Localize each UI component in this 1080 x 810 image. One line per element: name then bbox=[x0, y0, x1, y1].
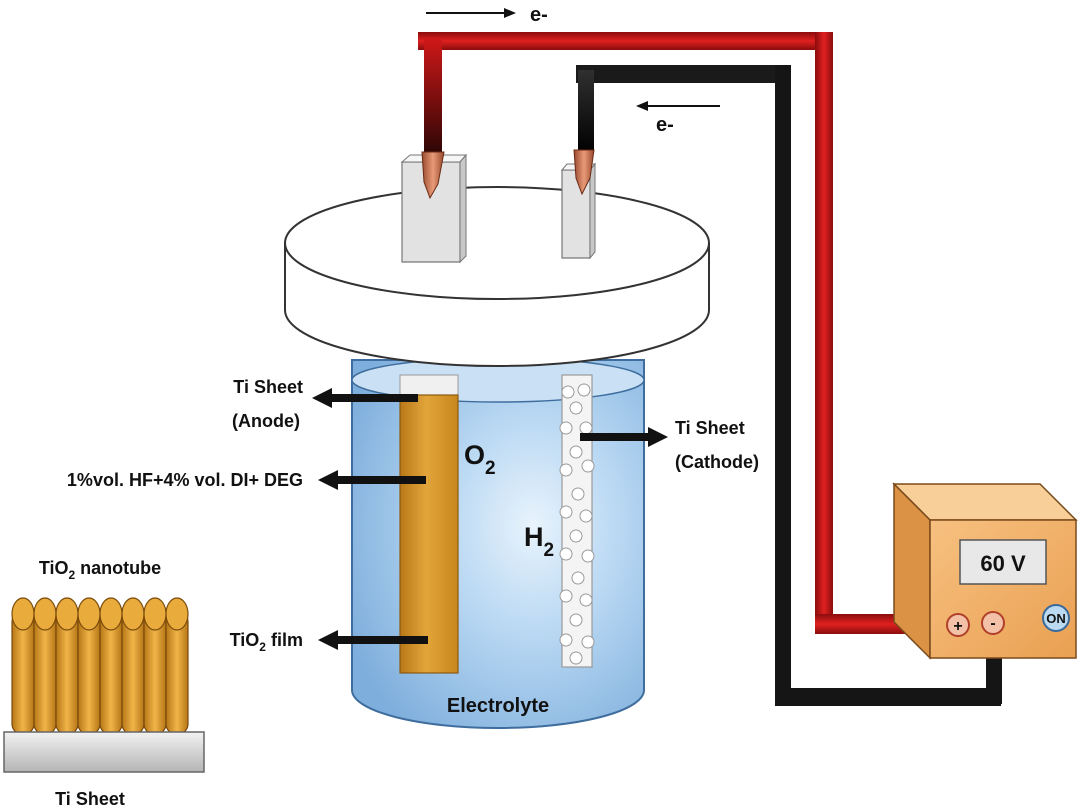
hydrogen-bubble bbox=[579, 421, 593, 435]
hydrogen-bubble bbox=[569, 613, 583, 627]
anode-label-line2: (Anode) bbox=[232, 411, 300, 431]
hydrogen-bubble bbox=[581, 459, 595, 473]
nanotube-cap bbox=[11, 597, 35, 631]
hydrogen-bubble bbox=[569, 401, 583, 415]
nanotube-cap bbox=[121, 597, 145, 631]
hydrogen-bubble bbox=[569, 445, 583, 459]
black-clip-tip bbox=[573, 149, 595, 196]
voltage-readout: 60 V bbox=[980, 551, 1026, 576]
negative-terminal-label: - bbox=[990, 615, 995, 632]
power-supply: 60 V + - ON bbox=[892, 482, 1078, 660]
pointer-arrows bbox=[312, 388, 668, 650]
nanotube-cap bbox=[33, 597, 57, 631]
ti-sheet-substrate bbox=[3, 731, 205, 773]
electron-label-mid: e- bbox=[656, 114, 674, 136]
oxygen-label: O2 bbox=[464, 440, 496, 479]
hydrogen-bubble bbox=[579, 593, 593, 607]
hydrogen-bubble bbox=[559, 463, 573, 477]
hydrogen-bubble bbox=[581, 549, 595, 563]
electron-flow-mid: e- bbox=[636, 101, 720, 136]
electrolyte-body bbox=[351, 359, 645, 729]
hydrogen-bubble bbox=[569, 529, 583, 543]
hydrogen-bubble bbox=[559, 589, 573, 603]
nanotube-array bbox=[11, 597, 189, 735]
anode-label-line1: Ti Sheet bbox=[233, 377, 303, 397]
nanotube-cap bbox=[143, 597, 167, 631]
anode-top bbox=[400, 153, 468, 264]
lid bbox=[284, 186, 710, 367]
nanotube-cap bbox=[55, 597, 79, 631]
electron-label-top: e- bbox=[530, 4, 548, 26]
hydrogen-bubble bbox=[581, 635, 595, 649]
hydrogen-bubble bbox=[577, 383, 591, 397]
electrolyte-label: Electrolyte bbox=[447, 695, 549, 717]
hydrogen-bubble bbox=[559, 505, 573, 519]
on-button[interactable] bbox=[1042, 604, 1070, 632]
beaker bbox=[351, 357, 645, 729]
on-button-label: ON bbox=[1046, 611, 1066, 626]
tio2-film-label: TiO2 film bbox=[230, 630, 303, 654]
cathode-electrode bbox=[559, 374, 595, 668]
hydrogen-bubble bbox=[579, 509, 593, 523]
hydrogen-bubble bbox=[559, 421, 573, 435]
nanotube-cap bbox=[77, 597, 101, 631]
nanotube-cap bbox=[99, 597, 123, 631]
hydrogen-label: H2 bbox=[524, 522, 554, 561]
hydrogen-bubble bbox=[561, 385, 575, 399]
hydrogen-bubble bbox=[571, 487, 585, 501]
positive-terminal bbox=[946, 613, 970, 637]
anode-electrode bbox=[399, 374, 459, 674]
nanotube-cap bbox=[165, 597, 189, 631]
electron-flow-top: e- bbox=[426, 4, 548, 26]
ti-sheet-label: Ti Sheet bbox=[55, 789, 125, 809]
nanotube-label: TiO2 nanotube bbox=[39, 558, 161, 582]
hydrogen-bubble bbox=[571, 571, 585, 585]
hydrogen-bubble bbox=[559, 633, 573, 647]
black-wire bbox=[573, 65, 1002, 706]
positive-terminal-label: + bbox=[953, 618, 962, 635]
cathode-label-line2: (Cathode) bbox=[675, 452, 759, 472]
nanotube-inset: TiO2 nanotube Ti Sheet bbox=[3, 558, 205, 809]
hydrogen-bubbles bbox=[559, 383, 595, 665]
electrolyte-composition-label: 1%vol. HF+4% vol. DI+ DEG bbox=[67, 470, 303, 490]
negative-terminal bbox=[981, 611, 1005, 635]
tio2-film-layer bbox=[399, 394, 459, 674]
hydrogen-bubble bbox=[569, 651, 583, 665]
cathode-label-line1: Ti Sheet bbox=[675, 418, 745, 438]
hydrogen-bubble bbox=[559, 547, 573, 561]
red-clip-tip bbox=[421, 151, 445, 200]
voltage-display bbox=[959, 539, 1047, 585]
